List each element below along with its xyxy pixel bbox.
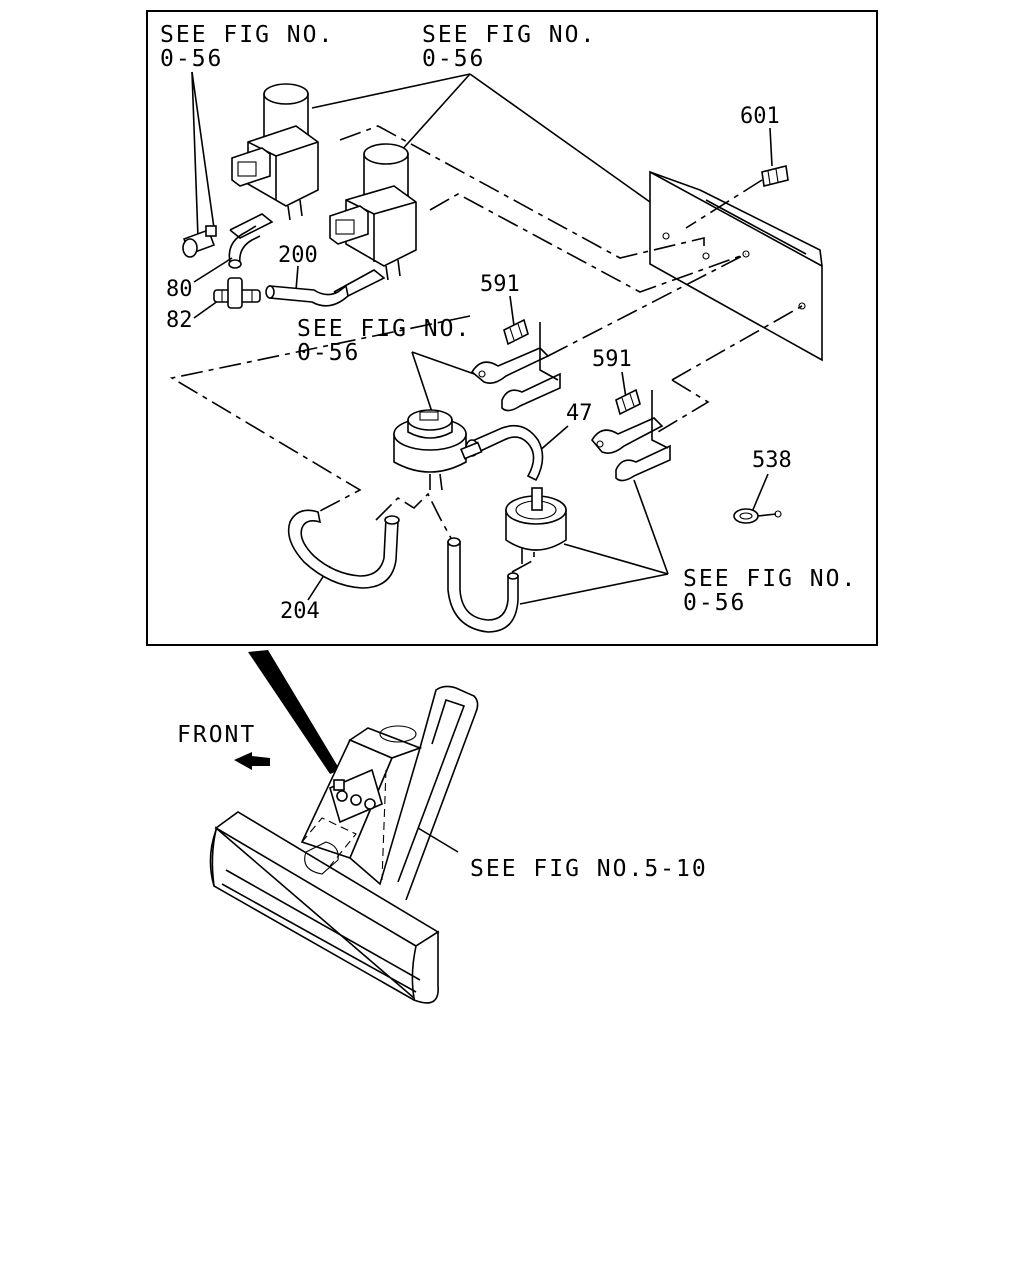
hose-204 — [287, 509, 400, 589]
hose-200 — [265, 284, 349, 307]
part-number-591-a: 591 — [480, 272, 520, 297]
part-number-47: 47 — [566, 401, 593, 426]
bolt-591-b — [615, 388, 641, 416]
reference-leaders — [191, 71, 669, 605]
mounting-bracket-plate — [649, 170, 823, 362]
part-number-204: 204 — [280, 599, 320, 624]
part-number-82: 82 — [166, 308, 193, 333]
bolt-601 — [685, 165, 789, 229]
tee-connector-82 — [213, 277, 261, 309]
clamp-538 — [733, 508, 782, 524]
part-number-200: 200 — [278, 243, 318, 268]
routing-centerlines — [169, 125, 803, 573]
part-number-538: 538 — [752, 448, 792, 473]
vacuum-tank-2 — [505, 487, 567, 564]
hose-u-bend — [447, 537, 519, 633]
front-label: FRONT — [177, 722, 256, 748]
solenoid-valve-2 — [329, 143, 417, 299]
see-fig-center-line1: SEE FIG NO. — [297, 316, 471, 342]
hose-47 — [460, 424, 544, 482]
detail-pointer — [248, 650, 340, 774]
see-fig-center-line2: 0-56 — [297, 340, 360, 366]
see-fig-right-line2: 0-56 — [683, 590, 746, 616]
part-number-591-b: 591 — [592, 347, 632, 372]
see-fig-top-mid-line2: 0-56 — [422, 46, 485, 72]
detail-frame — [146, 10, 878, 646]
see-fig-top-mid-line1: SEE FIG NO. — [422, 22, 596, 48]
bolt-591-a — [503, 318, 529, 346]
vacuum-tank-1 — [393, 409, 467, 491]
hose-small — [228, 225, 261, 269]
part-number-601: 601 — [740, 104, 780, 129]
front-arrow-icon — [234, 752, 270, 770]
clip-bracket-b — [591, 390, 671, 482]
solenoid-valve-1 — [229, 83, 319, 239]
clip-bracket-a — [470, 322, 561, 412]
see-fig-top-left-line2: 0-56 — [160, 46, 223, 72]
vehicle-frame-assembly — [209, 685, 479, 1004]
see-fig-top-left-line1: SEE FIG NO. — [160, 22, 334, 48]
see-fig-bottom: SEE FIG NO.5-10 — [470, 856, 708, 882]
part-number-80: 80 — [166, 277, 193, 302]
see-fig-right-line1: SEE FIG NO. — [683, 566, 857, 592]
fitting-80 — [182, 225, 217, 258]
